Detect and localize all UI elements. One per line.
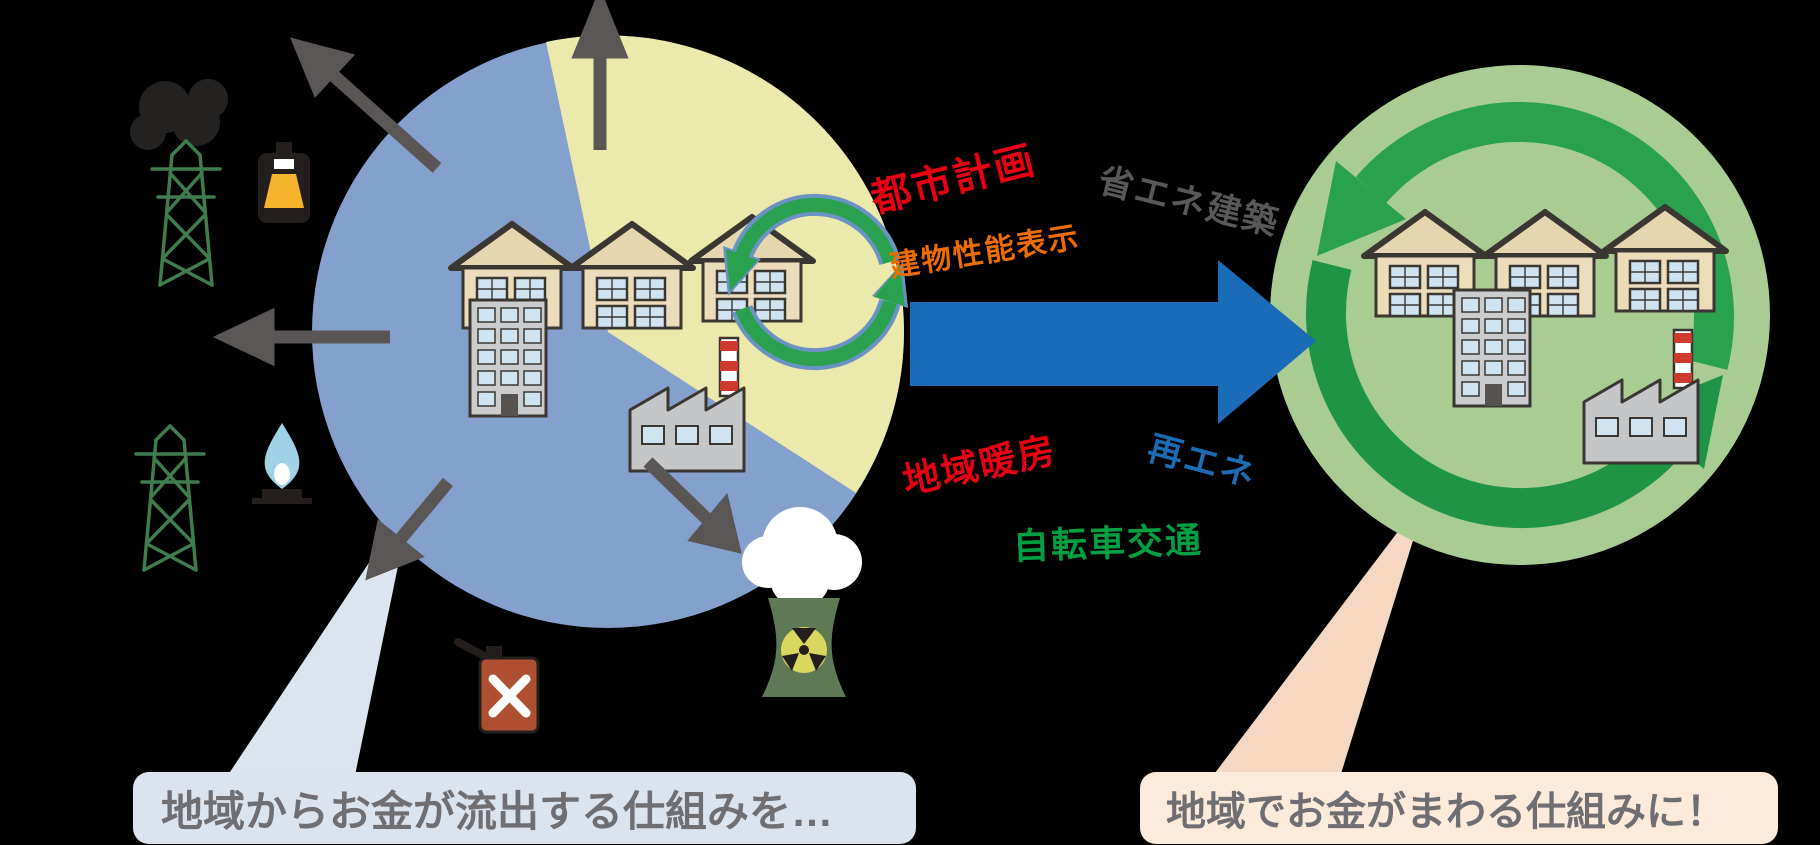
kerosene-lamp-icon	[258, 142, 310, 223]
left-caption-text: 地域からお金が流出する仕組みを…	[161, 787, 834, 835]
smoking-chimney-tower-icon	[130, 79, 228, 287]
money-outflow-arrows	[212, 0, 742, 581]
office-building-icon	[1452, 288, 1532, 408]
transition-arrow	[910, 260, 1316, 424]
transmission-tower-icon	[134, 424, 206, 572]
nuclear-plant-icon	[742, 507, 862, 697]
gas-flame-icon	[252, 423, 312, 504]
right-caption-text: 地域でお金がまわる仕組みに！	[1166, 790, 1726, 834]
local-energy-cycle-icon	[723, 193, 908, 371]
right-callout-tail	[1202, 492, 1428, 790]
right-caption-callout: 地域でお金がまわる仕組みに！	[1140, 772, 1778, 844]
label-bicycle-transport: 自転車交通	[1012, 519, 1204, 567]
office-building-icon	[468, 298, 548, 418]
left-callout-tail	[218, 498, 412, 790]
oil-can-crossed-icon	[454, 638, 540, 734]
left-caption-callout: 地域からお金が流出する仕組みを…	[133, 772, 916, 844]
